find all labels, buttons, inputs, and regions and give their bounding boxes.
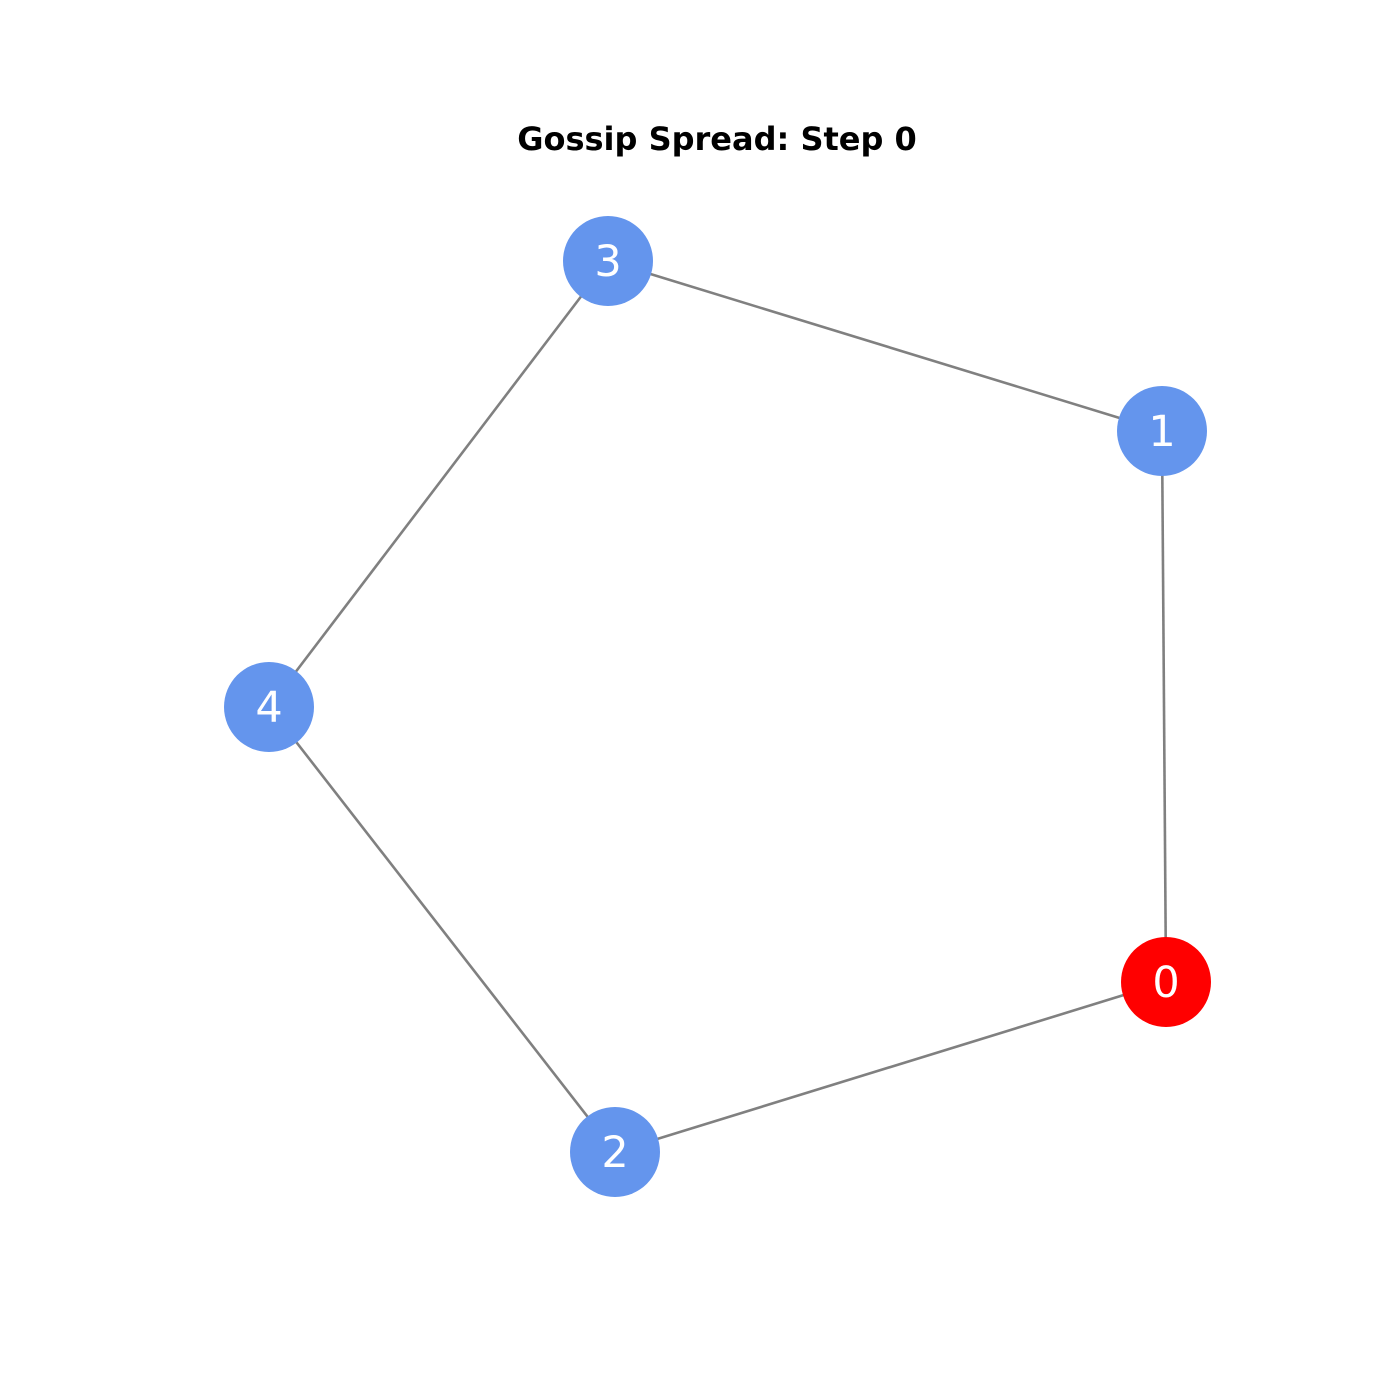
edge-1-3: [607, 259, 1163, 433]
diagram-title: Gossip Spread: Step 0: [517, 120, 917, 158]
node-circle-2: [570, 1107, 660, 1197]
node-circle-3: [563, 216, 653, 306]
graph-edges: [267, 259, 1168, 1154]
node-circle-0: [1121, 937, 1211, 1027]
node-label-1: 1: [1148, 407, 1175, 457]
edge-3-4: [267, 260, 610, 708]
node-3: 3: [563, 216, 653, 306]
node-circle-4: [224, 662, 314, 752]
node-label-3: 3: [594, 237, 621, 287]
node-4: 4: [224, 662, 314, 752]
node-label-2: 2: [601, 1128, 628, 1178]
node-circle-1: [1117, 386, 1207, 476]
node-label-4: 4: [255, 683, 282, 733]
edge-2-0: [614, 980, 1167, 1154]
node-0: 0: [1121, 937, 1211, 1027]
node-label-0: 0: [1152, 958, 1179, 1008]
node-2: 2: [570, 1107, 660, 1197]
node-1: 1: [1117, 386, 1207, 476]
edge-4-2: [267, 706, 617, 1153]
edge-0-1: [1160, 430, 1168, 983]
graph-nodes: 0 1 2 3 4: [224, 216, 1211, 1197]
